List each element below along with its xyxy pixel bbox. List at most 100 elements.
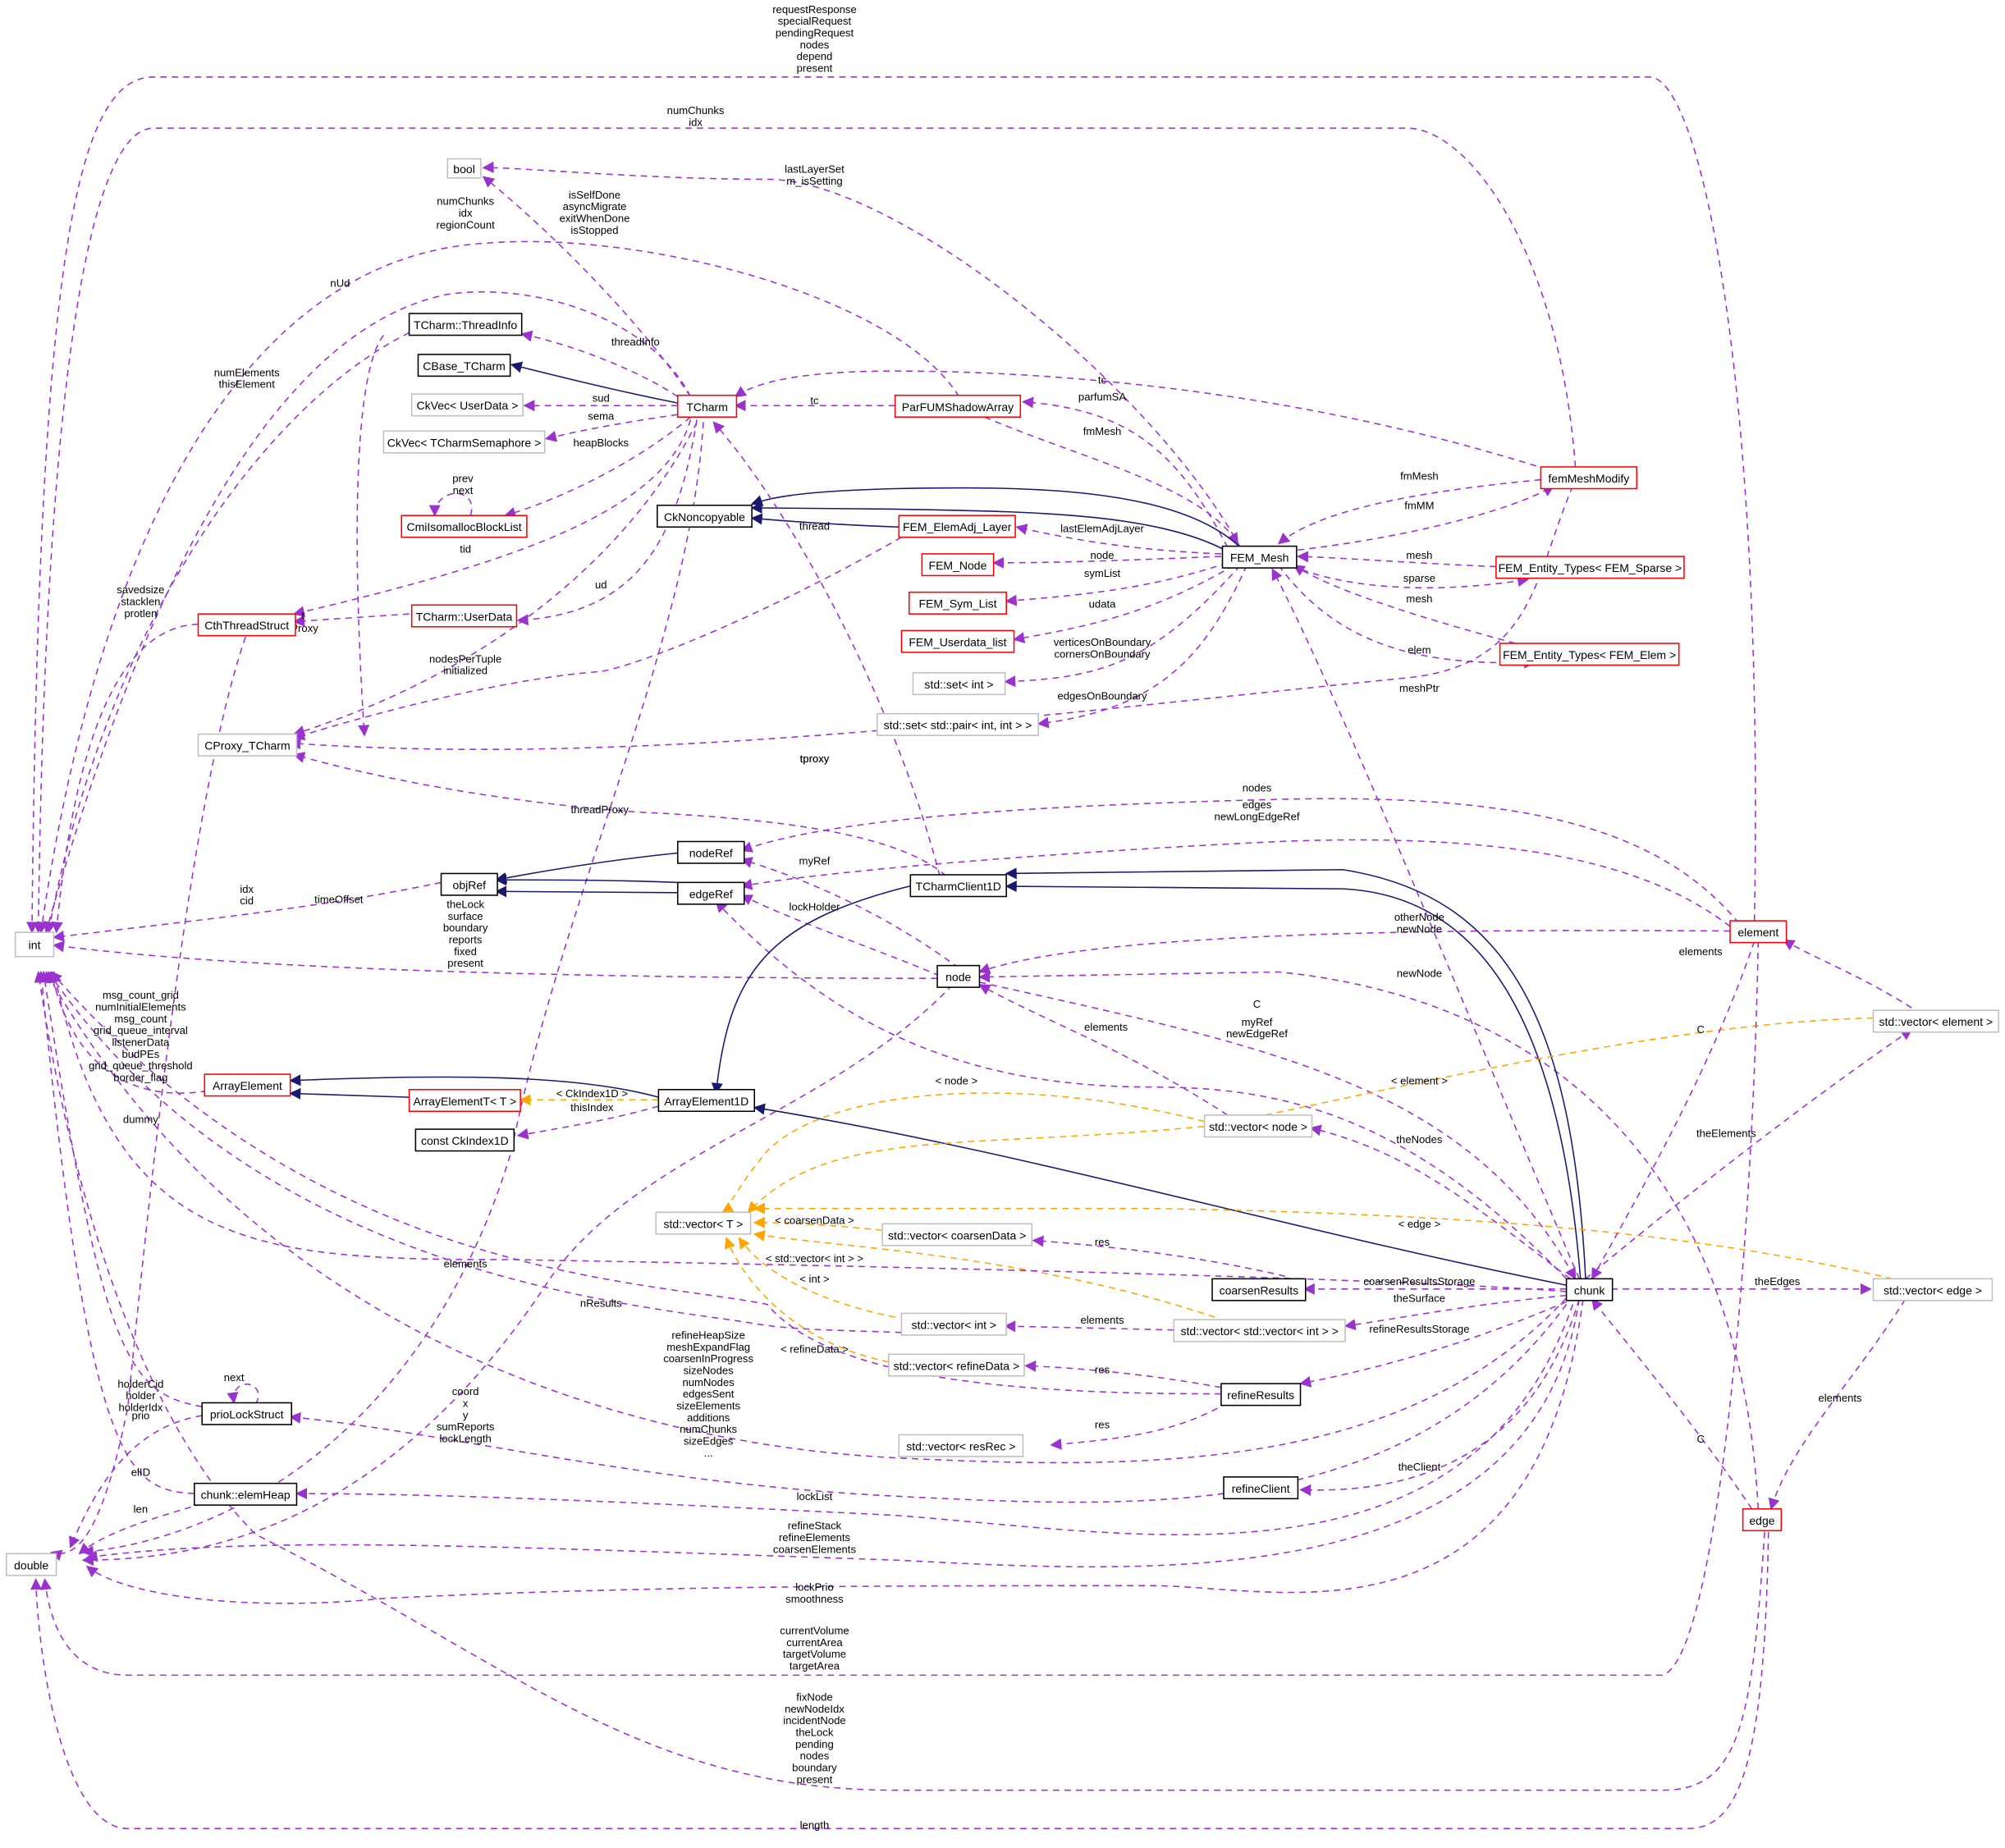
class-box[interactable]: [410, 604, 518, 628]
class-node-ckvec_sem[interactable]: CkVec< TCharmSemaphore >: [382, 430, 546, 454]
class-box[interactable]: [1499, 643, 1680, 666]
class-node-elemadj[interactable]: FEM_ElemAdj_Layer: [898, 515, 1016, 538]
class-box[interactable]: [204, 1073, 291, 1097]
class-node-cbase[interactable]: CBase_TCharm: [417, 354, 511, 377]
class-box[interactable]: [6, 1553, 57, 1576]
class-box[interactable]: [657, 504, 753, 528]
class-node-cththread[interactable]: CthThreadStruct: [197, 613, 296, 637]
class-box[interactable]: [912, 672, 1006, 696]
class-box[interactable]: [909, 874, 1007, 898]
class-node-noderef[interactable]: nodeRef: [676, 840, 745, 864]
class-node-cproxy[interactable]: CProxy_TCharm: [197, 733, 298, 757]
class-box[interactable]: [14, 931, 55, 958]
class-node-element[interactable]: element: [1729, 920, 1788, 944]
class-box[interactable]: [676, 881, 745, 905]
class-box[interactable]: [201, 1402, 293, 1425]
class-node-arrayelementT[interactable]: ArrayElementT< T >: [408, 1088, 521, 1113]
class-node-cmiiso[interactable]: CmiIsomallocBlockList: [401, 515, 528, 538]
class-box[interactable]: [1495, 556, 1685, 579]
class-node-node[interactable]: node: [936, 964, 981, 988]
class-box[interactable]: [1173, 1319, 1346, 1343]
class-box[interactable]: [440, 872, 498, 896]
class-node-userdatalist[interactable]: FEM_Userdata_list: [900, 629, 1015, 653]
class-node-vec_edge[interactable]: std::vector< edge >: [1872, 1278, 1994, 1301]
class-box[interactable]: [936, 964, 981, 988]
class-box[interactable]: [877, 712, 1039, 736]
class-node-enttypes_elem[interactable]: FEM_Entity_Types< FEM_Elem >: [1499, 643, 1680, 666]
class-box[interactable]: [1203, 1114, 1313, 1138]
class-box[interactable]: [382, 430, 546, 454]
class-box[interactable]: [197, 733, 298, 757]
class-node-enttypes_sparse[interactable]: FEM_Entity_Types< FEM_Sparse >: [1495, 556, 1685, 579]
class-node-vec_vec_int[interactable]: std::vector< std::vector< int > >: [1173, 1319, 1346, 1343]
class-node-femnode[interactable]: FEM_Node: [921, 553, 995, 577]
class-box[interactable]: [1540, 466, 1638, 490]
class-node-double[interactable]: double: [6, 1553, 57, 1576]
class-node-vec_node[interactable]: std::vector< node >: [1203, 1114, 1313, 1138]
class-node-vec_refine[interactable]: std::vector< refineData >: [888, 1353, 1025, 1377]
class-node-int[interactable]: int: [14, 931, 55, 958]
class-box[interactable]: [676, 394, 738, 419]
class-node-setpair[interactable]: std::set< std::pair< int, int > >: [877, 712, 1039, 736]
class-node-arrayelement[interactable]: ArrayElement: [204, 1073, 291, 1097]
class-box[interactable]: [401, 515, 528, 538]
class-node-userdata[interactable]: TCharm::UserData: [410, 604, 518, 628]
class-box[interactable]: [888, 1353, 1025, 1377]
class-node-elemheap[interactable]: chunk::elemHeap: [194, 1482, 298, 1506]
class-box[interactable]: [1211, 1278, 1307, 1301]
class-box[interactable]: [1220, 1383, 1302, 1407]
class-node-femmesh[interactable]: FEM_Mesh: [1221, 545, 1298, 569]
class-node-femmeshmodify[interactable]: femMeshModify: [1540, 466, 1638, 490]
class-node-chunk[interactable]: chunk: [1565, 1278, 1614, 1301]
class-box[interactable]: [417, 354, 511, 377]
class-box[interactable]: [894, 394, 1022, 419]
class-node-tcharmclient[interactable]: TCharmClient1D: [909, 874, 1007, 898]
class-node-refineclient[interactable]: refineClient: [1223, 1476, 1299, 1500]
class-box[interactable]: [657, 1088, 756, 1113]
class-node-refineresults[interactable]: refineResults: [1220, 1383, 1302, 1407]
class-box[interactable]: [881, 1223, 1033, 1246]
class-node-cknoncopy[interactable]: CkNoncopyable: [657, 504, 753, 528]
class-box[interactable]: [408, 1088, 521, 1113]
class-box[interactable]: [414, 1128, 515, 1152]
class-node-edge[interactable]: edge: [1742, 1508, 1783, 1532]
class-box[interactable]: [898, 1434, 1024, 1457]
class-node-arrayelement1d[interactable]: ArrayElement1D: [657, 1088, 756, 1113]
class-node-bool[interactable]: bool: [446, 158, 482, 179]
class-node-vecT[interactable]: std::vector< T >: [655, 1211, 752, 1235]
class-node-vec_int[interactable]: std::vector< int >: [900, 1312, 1007, 1336]
class-box[interactable]: [900, 629, 1015, 653]
class-box[interactable]: [1565, 1278, 1614, 1301]
class-box[interactable]: [1223, 1476, 1299, 1500]
class-node-setint[interactable]: std::set< int >: [912, 672, 1006, 696]
class-node-ckvec_ud[interactable]: CkVec< UserData >: [410, 393, 524, 417]
class-box[interactable]: [908, 591, 1007, 615]
class-node-threadinfo[interactable]: TCharm::ThreadInfo: [408, 313, 523, 336]
class-node-objref[interactable]: objRef: [440, 872, 498, 896]
class-box[interactable]: [898, 515, 1016, 538]
class-node-priolock[interactable]: prioLockStruct: [201, 1402, 293, 1425]
class-node-vec_element[interactable]: std::vector< element >: [1872, 1009, 1999, 1033]
class-box[interactable]: [1872, 1278, 1994, 1301]
class-node-coarsenresults[interactable]: coarsenResults: [1211, 1278, 1307, 1301]
class-box[interactable]: [1729, 920, 1788, 944]
class-box[interactable]: [446, 158, 482, 179]
class-box[interactable]: [197, 613, 296, 637]
class-box[interactable]: [900, 1312, 1007, 1336]
class-box[interactable]: [1872, 1009, 1999, 1033]
class-box[interactable]: [408, 313, 523, 336]
class-node-parfum[interactable]: ParFUMShadowArray: [894, 394, 1022, 419]
class-box[interactable]: [1221, 545, 1298, 569]
class-node-edgeref[interactable]: edgeRef: [676, 881, 745, 905]
class-node-symlist[interactable]: FEM_Sym_List: [908, 591, 1007, 615]
class-box[interactable]: [676, 840, 745, 864]
class-box[interactable]: [921, 553, 995, 577]
class-box[interactable]: [194, 1482, 298, 1506]
class-box[interactable]: [410, 393, 524, 417]
class-node-vec_coarsen[interactable]: std::vector< coarsenData >: [881, 1223, 1033, 1246]
class-node-vec_resrec[interactable]: std::vector< resRec >: [898, 1434, 1024, 1457]
class-box[interactable]: [655, 1211, 752, 1235]
class-box[interactable]: [1742, 1508, 1783, 1532]
class-node-ckindex[interactable]: const CkIndex1D: [414, 1128, 515, 1152]
class-node-tcharm[interactable]: TCharm: [676, 394, 738, 419]
